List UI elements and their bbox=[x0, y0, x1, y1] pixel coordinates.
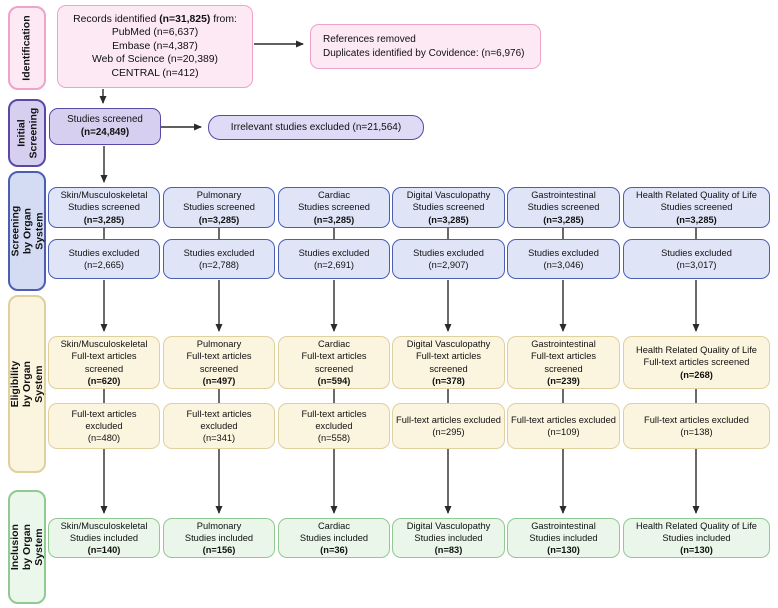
records-source: Web of Science (n=20,389) bbox=[91, 54, 219, 66]
stage-label-eligibility-by-organ-system: Eligibility by Organ System bbox=[8, 295, 46, 473]
included-box: Cardiac Studies included (n=36) bbox=[278, 518, 390, 558]
stage-label-text: Screening by Organ System bbox=[8, 205, 46, 257]
fulltext-screened-box: Skin/Musculoskeletal Full-text articles … bbox=[48, 336, 160, 389]
excluded-box: Studies excluded (n=3,017) bbox=[623, 239, 770, 279]
screened-box: Cardiac Studies screened (n=3,285) bbox=[278, 187, 390, 228]
fulltext-screened-box: Health Related Quality of Life Full-text… bbox=[623, 336, 770, 389]
fulltext-excluded-box: Full-text articles excluded (n=480) bbox=[48, 403, 160, 449]
irrelevant-studies-excluded-box: Irrelevant studies excluded (n=21,564) bbox=[208, 115, 424, 140]
included-box: Gastrointestinal Studies included (n=130… bbox=[507, 518, 620, 558]
stage-label-identification: Identification bbox=[8, 6, 46, 90]
fulltext-excluded-box: Full-text articles excluded (n=295) bbox=[392, 403, 505, 449]
excluded-box: Studies excluded (n=3,046) bbox=[507, 239, 620, 279]
stage-label-screening-by-organ-system: Screening by Organ System bbox=[8, 171, 46, 291]
fulltext-screened-box: Digital Vasculopathy Full-text articles … bbox=[392, 336, 505, 389]
excluded-box: Studies excluded (n=2,907) bbox=[392, 239, 505, 279]
screened-box: Pulmonary Studies screened (n=3,285) bbox=[163, 187, 275, 228]
screened-box: Skin/Musculoskeletal Studies screened (n… bbox=[48, 187, 160, 228]
screened-box: Health Related Quality of Life Studies s… bbox=[623, 187, 770, 228]
stage-label-text: Identification bbox=[20, 15, 33, 81]
fulltext-excluded-box: Full-text articles excluded (n=341) bbox=[163, 403, 275, 449]
references-removed-box: References removed Duplicates identified… bbox=[310, 24, 541, 69]
records-identified-box: Records identified (n=31,825) from: PubM… bbox=[57, 5, 253, 88]
included-box: Pulmonary Studies included (n=156) bbox=[163, 518, 275, 558]
stage-label-text: Eligibility by Organ System bbox=[8, 360, 46, 408]
fulltext-excluded-box: Full-text articles excluded (n=138) bbox=[623, 403, 770, 449]
stage-label-inclusion-by-organ-system: Inclusion by Organ System bbox=[8, 490, 46, 604]
fulltext-excluded-box: Full-text articles excluded (n=558) bbox=[278, 403, 390, 449]
excluded-box: Studies excluded (n=2,788) bbox=[163, 239, 275, 279]
records-source: Embase (n=4,387) bbox=[112, 40, 198, 52]
screened-box: Digital Vasculopathy Studies screened (n… bbox=[392, 187, 505, 228]
included-box: Health Related Quality of Life Studies i… bbox=[623, 518, 770, 558]
included-box: Digital Vasculopathy Studies included (n… bbox=[392, 518, 505, 558]
records-source: PubMed (n=6,637) bbox=[111, 27, 199, 39]
fulltext-screened-box: Gastrointestinal Full-text articles scre… bbox=[507, 336, 620, 389]
stage-label-initial-screening: Initial Screening bbox=[8, 99, 46, 167]
studies-screened-box: Studies screened (n=24,849) bbox=[49, 108, 161, 145]
records-title: Records identified (n=31,825) from: bbox=[73, 13, 237, 25]
stage-label-text: Inclusion by Organ System bbox=[8, 523, 46, 571]
stage-label-text: Initial Screening bbox=[14, 107, 39, 159]
excluded-box: Studies excluded (n=2,665) bbox=[48, 239, 160, 279]
included-box: Skin/Musculoskeletal Studies included (n… bbox=[48, 518, 160, 558]
fulltext-excluded-box: Full-text articles excluded (n=109) bbox=[507, 403, 620, 449]
fulltext-screened-box: Pulmonary Full-text articles screened (n… bbox=[163, 336, 275, 389]
excluded-box: Studies excluded (n=2,691) bbox=[278, 239, 390, 279]
records-source: CENTRAL (n=412) bbox=[111, 67, 199, 79]
fulltext-screened-box: Cardiac Full-text articles screened (n=5… bbox=[278, 336, 390, 389]
screened-box: Gastrointestinal Studies screened (n=3,2… bbox=[507, 187, 620, 228]
